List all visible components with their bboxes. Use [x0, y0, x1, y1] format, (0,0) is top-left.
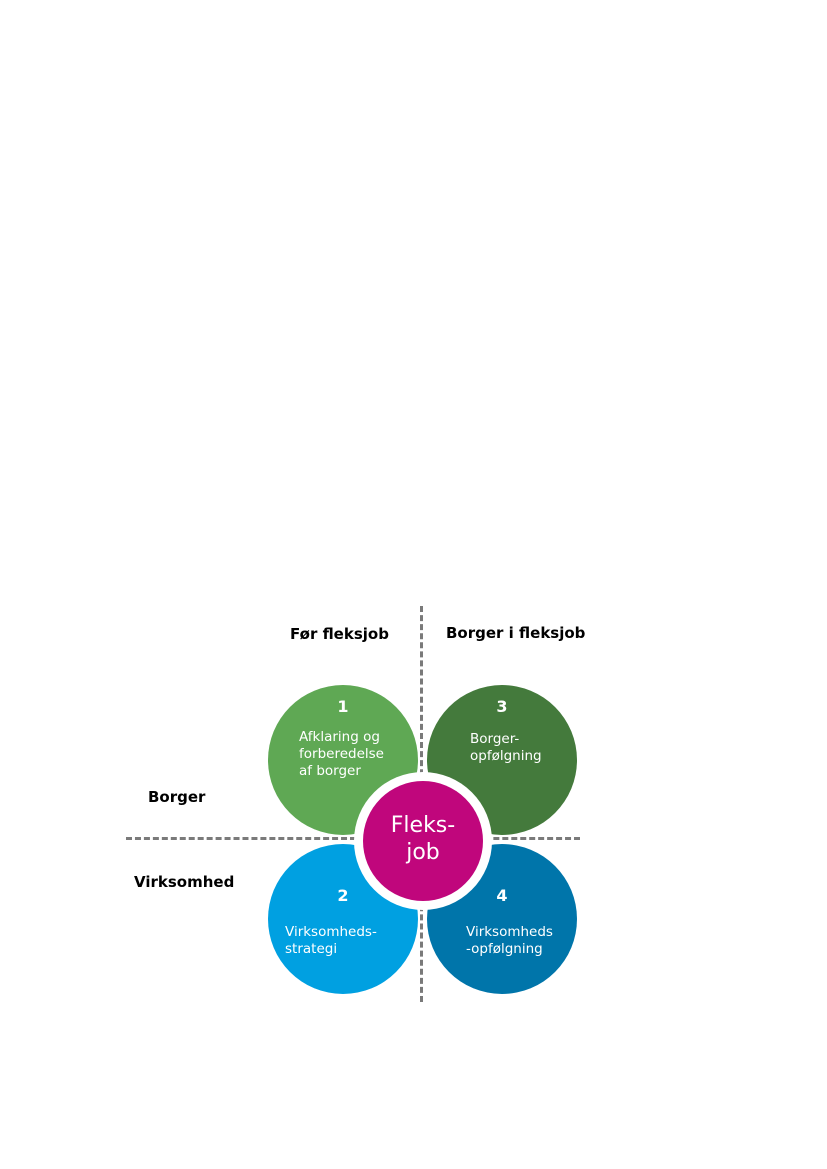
petal-4-number: 4	[496, 886, 508, 905]
row-label-citizen: Borger	[148, 788, 206, 806]
heading-before-fleksjob: Før fleksjob	[290, 625, 389, 643]
petal-1-number: 1	[337, 697, 349, 716]
petal-4-text: Virksomheds -opfølgning	[466, 924, 553, 957]
center-fleksjob-circle: Fleks- job	[363, 781, 483, 901]
petal-3-text: Borger- opfølgning	[470, 731, 542, 764]
petal-2-company-strategy: 2 Virksomheds- strategi	[268, 844, 418, 994]
petal-2-number: 2	[337, 886, 349, 905]
petal-4-company-followup: 4 Virksomheds -opfølgning	[427, 844, 577, 994]
row-label-company: Virksomhed	[134, 873, 235, 891]
petal-1-text: Afklaring og forberedelse af borger	[299, 729, 384, 779]
petal-2-text: Virksomheds- strategi	[285, 924, 377, 957]
horizontal-divider	[126, 837, 580, 840]
heading-citizen-in-fleksjob: Borger i fleksjob	[446, 624, 586, 642]
petal-3-number: 3	[496, 697, 508, 716]
center-label: Fleks- job	[390, 813, 456, 865]
